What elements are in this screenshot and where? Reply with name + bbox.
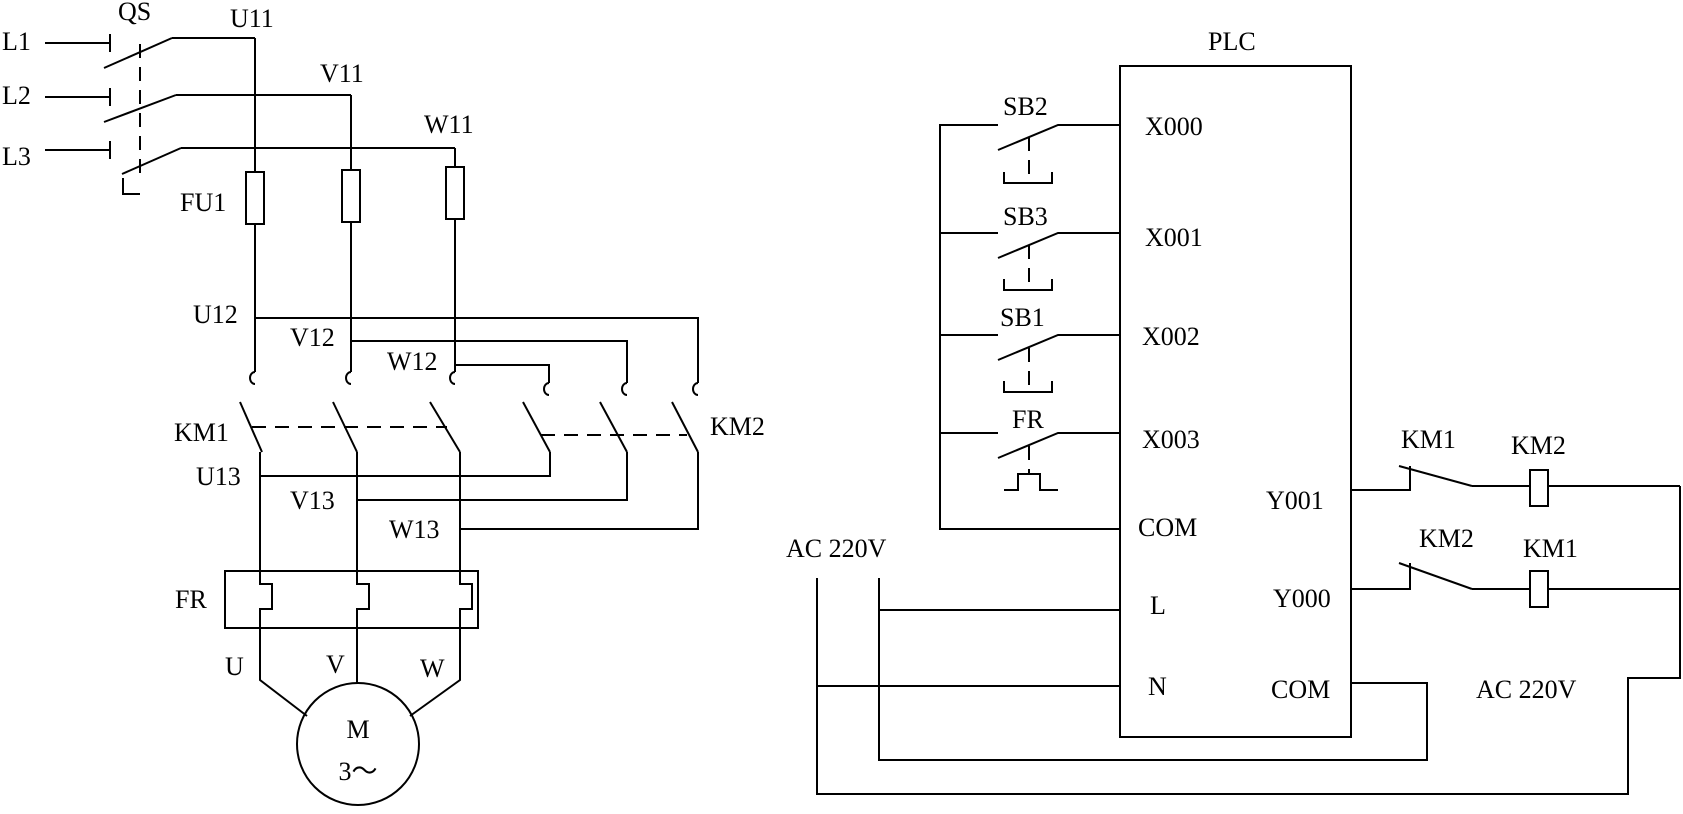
label-l3: L3 xyxy=(2,142,31,171)
label-w12: W12 xyxy=(387,347,438,376)
label-sb1: SB1 xyxy=(1000,303,1045,332)
label-km1: KM1 xyxy=(174,418,229,447)
label-l: L xyxy=(1150,591,1166,620)
label-x003: X003 xyxy=(1142,425,1200,454)
label-km2: KM2 xyxy=(710,412,765,441)
label-com-input: COM xyxy=(1138,513,1197,542)
label-v12: V12 xyxy=(290,323,335,352)
plc-control-circuit xyxy=(816,65,1681,795)
label-fr-input: FR xyxy=(1012,405,1044,434)
label-u13: U13 xyxy=(196,462,241,491)
label-fu1: FU1 xyxy=(180,188,226,217)
label-u12: U12 xyxy=(193,300,238,329)
label-l2: L2 xyxy=(2,81,31,110)
label-y000: Y000 xyxy=(1273,584,1331,613)
label-x001: X001 xyxy=(1145,223,1203,252)
label-x000: X000 xyxy=(1145,112,1203,141)
motor-phase: 3～ xyxy=(338,757,377,786)
plc-title: PLC xyxy=(1208,27,1256,56)
label-km1-coil: KM1 xyxy=(1523,534,1578,563)
label-com-output: COM xyxy=(1271,675,1330,704)
label-n: N xyxy=(1148,672,1167,701)
label-ac220-left: AC 220V xyxy=(786,534,887,563)
label-sb2: SB2 xyxy=(1003,92,1048,121)
label-u11: U11 xyxy=(230,4,274,33)
label-u: U xyxy=(225,652,244,681)
label-w11: W11 xyxy=(424,110,474,139)
label-l1: L1 xyxy=(2,27,31,56)
label-v13: V13 xyxy=(290,486,335,515)
label-ac220-right: AC 220V xyxy=(1476,675,1577,704)
plc-box xyxy=(1119,65,1352,738)
label-km1-interlock: KM1 xyxy=(1401,425,1456,454)
label-sb3: SB3 xyxy=(1003,202,1048,231)
label-fr-main: FR xyxy=(175,585,207,614)
main-power-circuit xyxy=(45,34,699,806)
label-w13: W13 xyxy=(389,515,440,544)
motor-label: M xyxy=(346,715,369,744)
label-qs: QS xyxy=(118,0,151,26)
label-x002: X002 xyxy=(1142,322,1200,351)
label-km2-coil: KM2 xyxy=(1511,431,1566,460)
label-v: V xyxy=(326,650,345,679)
label-km2-interlock: KM2 xyxy=(1419,524,1474,553)
label-w: W xyxy=(420,654,445,683)
label-v11: V11 xyxy=(320,59,364,88)
label-y001: Y001 xyxy=(1266,486,1324,515)
